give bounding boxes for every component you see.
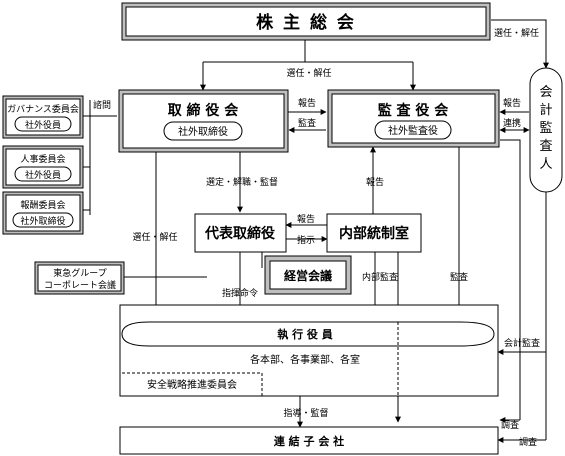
personnel-sub: 社外役員: [25, 169, 61, 181]
label-select-supervise: 選定・解職・監督: [206, 176, 278, 188]
board-sub: 社外取締役: [178, 125, 228, 138]
label-elect-right: 選任・解任: [494, 27, 539, 39]
auditor-label: 会計監査人: [539, 85, 552, 172]
label-elect-left: 選任・解任: [132, 231, 177, 243]
label-cooperation: 連携: [503, 117, 521, 129]
compensation-pill: [12, 212, 74, 228]
label-instruct: 指示: [297, 234, 315, 246]
president-title: 代表取締役: [204, 225, 276, 242]
label-report-auditor: 報告: [503, 97, 521, 109]
officers-title: 執 行 役 員: [277, 327, 333, 341]
arrow-to-auditor: [491, 19, 549, 69]
management-meeting-title: 経営会議: [284, 268, 332, 283]
divisions-text: 各本部、各事業部、各室: [250, 353, 360, 366]
personnel-pill: [14, 166, 72, 182]
governance-sub: 社外役員: [25, 119, 61, 131]
subsidiaries-box: 連 結 子 会 社: [119, 426, 499, 455]
label-audit-officers: 監査: [450, 271, 468, 283]
auditor-box: 会計監査人: [529, 67, 563, 193]
audit-title: 監 査 役 会: [378, 102, 450, 119]
board-box: 取 締 役 会 社外取締役: [118, 89, 289, 153]
compensation-title: 報酬委員会: [20, 199, 65, 211]
board-sub-pill: [163, 121, 243, 141]
label-investigate-1: 調査: [501, 419, 519, 431]
management-meeting-box: 経営会議: [264, 255, 352, 295]
audit-sub: 社外監査役: [388, 124, 438, 137]
personnel-title: 人事委員会: [20, 153, 65, 165]
connector-labels: 選任・解任 選任・解任 諮問 報告 監査 報告 連携 選定・解職・監督 報告 選…: [93, 27, 540, 448]
label-internal-audit: 内部監査: [362, 271, 398, 283]
internal-control-box: 内部統制室: [326, 213, 422, 253]
audit-sub-pill: [374, 120, 452, 140]
label-advisory: 諮問: [93, 99, 111, 111]
shareholders-title: 株 主 総 会: [256, 12, 356, 33]
governance-title: ガバナンス委員会: [7, 103, 79, 115]
shareholders-box: 株 主 総 会: [121, 2, 491, 41]
label-elect-top: 選任・解任: [286, 67, 331, 79]
label-audit-board: 監査: [298, 117, 316, 129]
group-meeting-line2: コーポレート会議: [44, 279, 116, 291]
label-guide-supervise: 指導・監督: [283, 407, 328, 419]
group-meeting-line1: 東急グループ: [53, 267, 106, 279]
governance-pill: [14, 116, 72, 132]
personnel-committee-box: 人事委員会 社外役員: [2, 145, 84, 189]
label-report-internal: 報告: [366, 176, 384, 188]
safety-committee-border: [122, 372, 263, 396]
compensation-sub: 社外取締役: [20, 215, 65, 227]
group-meeting-box: 東急グループ コーポレート会議: [34, 261, 125, 295]
officers-capsule: [121, 321, 495, 347]
label-command: 指揮命令: [222, 287, 258, 299]
line-audit-investigate: [500, 139, 521, 420]
subsidiaries-title: 連 結 子 会 社: [274, 434, 344, 448]
audit-box: 監 査 役 会 社外監査役: [327, 89, 500, 148]
compensation-committee-box: 報酬委員会 社外取締役: [2, 191, 84, 235]
governance-committee-box: ガバナンス委員会 社外役員: [2, 95, 84, 139]
label-report-board: 報告: [298, 97, 316, 109]
safety-committee-text: 安全戦略推進委員会: [147, 378, 237, 391]
board-title: 取 締 役 会: [168, 102, 240, 119]
label-investigate-2: 調査: [519, 436, 537, 448]
officers-block: 執 行 役 員 各本部、各事業部、各室 安全戦略推進委員会: [119, 304, 499, 397]
president-box: 代表取締役: [194, 213, 287, 253]
internal-control-title: 内部統制室: [339, 225, 409, 242]
label-report-president: 報告: [297, 213, 315, 225]
label-accounting-audit: 会計監査: [504, 337, 540, 349]
